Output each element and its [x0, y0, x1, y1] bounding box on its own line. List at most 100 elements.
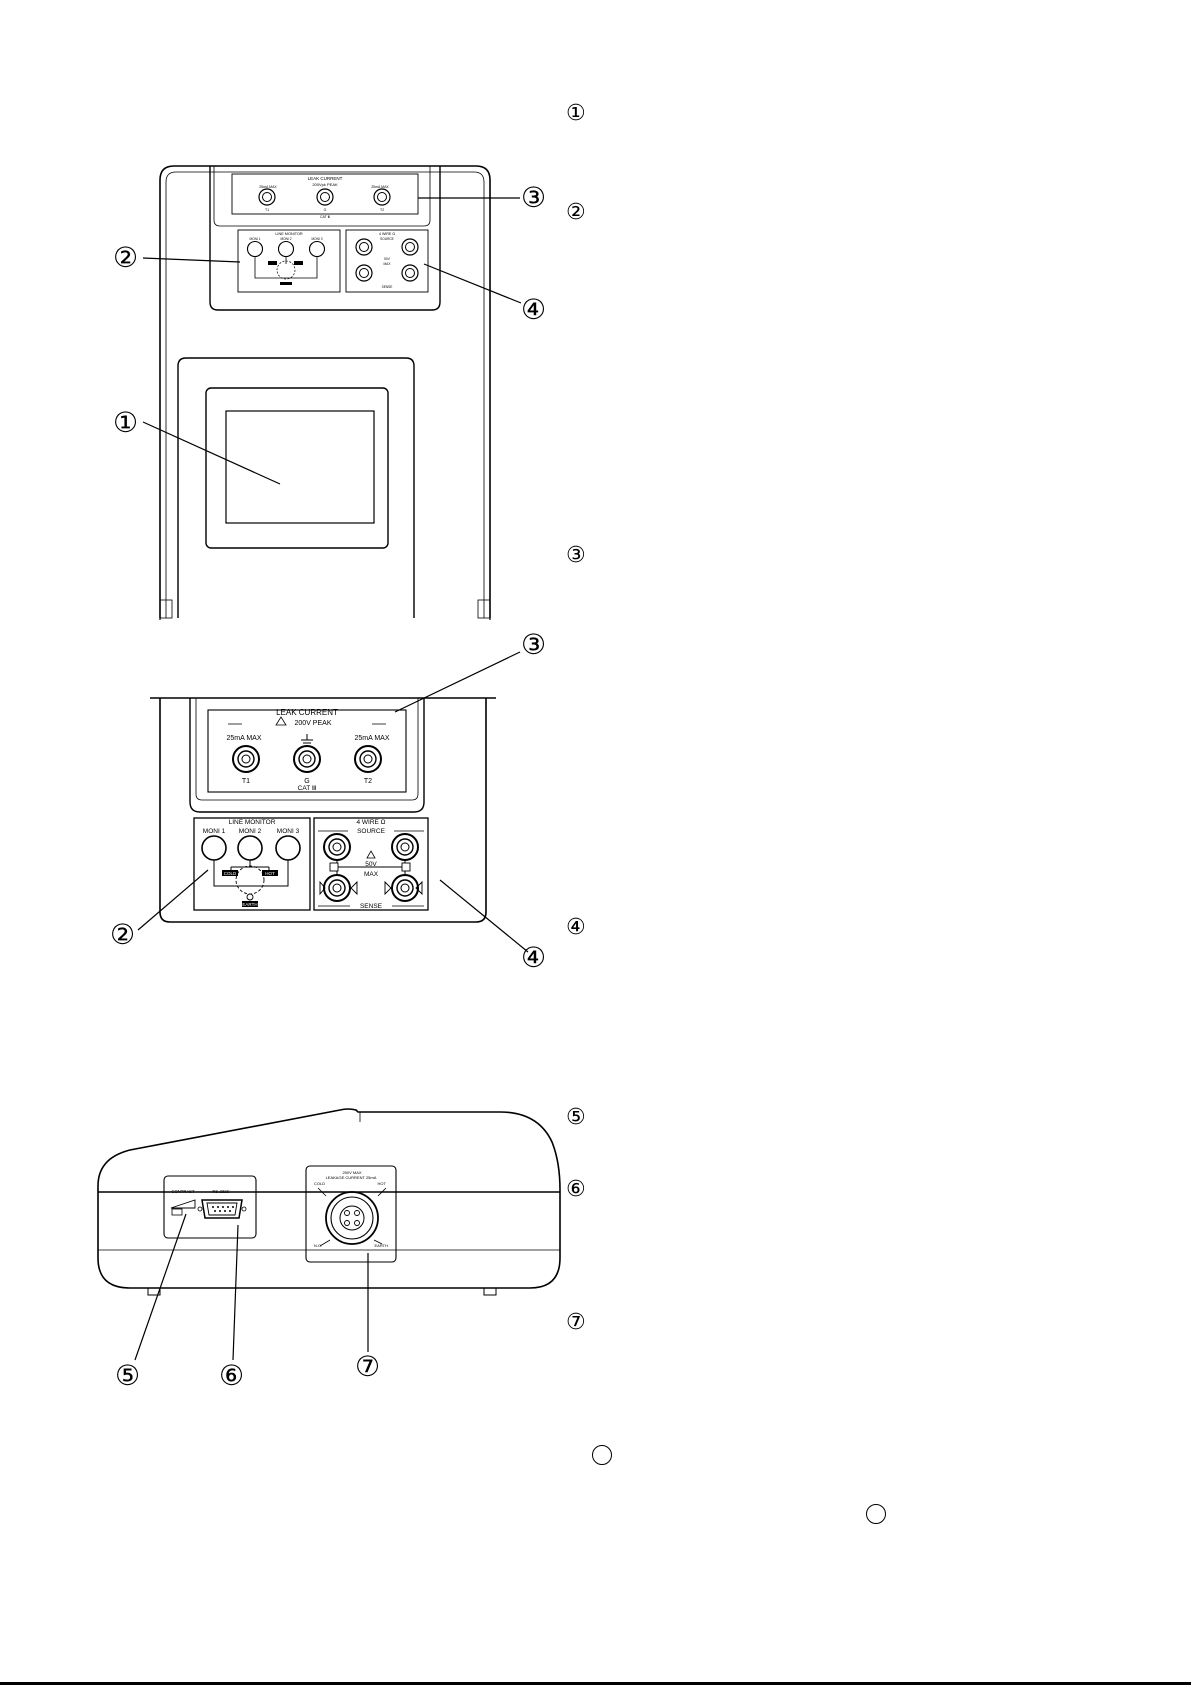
t2-terminal[interactable] [373, 188, 391, 206]
page-bottom-rule [0, 1682, 1191, 1685]
item-marker-2: ② [566, 200, 586, 225]
cold-label: COLD [314, 1181, 325, 1186]
four-wire-panel [345, 229, 429, 293]
leader-3-detail [394, 651, 521, 713]
detail-moni3-label: MONI 3 [277, 828, 300, 835]
volt-max-line1: 50V [384, 257, 391, 261]
power-warning: 250V MAX [342, 1170, 361, 1175]
rs232c-port[interactable] [201, 1199, 243, 1219]
display-frame [205, 387, 389, 549]
terminal-recess-outline [209, 166, 441, 311]
leader-4-front [423, 263, 522, 304]
item-marker-6: ⑥ [566, 1177, 586, 1202]
cat-label: CAT Ⅲ [320, 215, 331, 219]
detail-leak-current-title: LEAK CURRENT [276, 708, 338, 717]
detail-line-monitor-title: LINE MONITOR [229, 819, 276, 826]
detail-cat-label: CAT Ⅲ [298, 785, 317, 792]
hollow-circle-mark [592, 1445, 612, 1465]
detail-four-wire-panel [313, 817, 429, 911]
moni1-terminal[interactable] [246, 240, 264, 258]
detail-source-label: SOURCE [357, 828, 385, 835]
side-body-outline [97, 1108, 561, 1289]
terminal-detail-diagram: LEAK CURRENT 200V PEAK 25mA MAX 25mA MAX… [150, 697, 496, 923]
detail-body-outline [159, 698, 487, 923]
detail-peak-warning: 200V PEAK [295, 720, 332, 727]
line-monitor-panel [237, 229, 341, 293]
callout-2-detail: ② [110, 918, 136, 951]
detail-t1-rating: 25mA MAX [226, 735, 261, 742]
g-terminal[interactable] [316, 188, 334, 206]
t1-rating: 25mA MAX [259, 185, 277, 189]
moni2-terminal[interactable] [277, 240, 295, 258]
detail-t1-terminal[interactable] [232, 745, 260, 773]
display-screen[interactable] [225, 410, 375, 524]
detail-moni2-label: MONI 2 [239, 828, 262, 835]
detail-four-wire-title: 4 WIRE Ω [356, 819, 385, 826]
source-label: SOURCE [380, 237, 394, 241]
detail-t2-label: T2 [364, 778, 372, 785]
side-view-diagram: CONTRAST RS-232C 250V MAX LEAKAGE CURREN… [97, 1108, 561, 1296]
moni3-terminal[interactable] [308, 240, 326, 258]
contrast-label: CONTRAST [171, 1189, 194, 1194]
item-marker-1: ① [566, 101, 586, 126]
leakage-label: LEAKAGE CURRENT 25mA [326, 1175, 377, 1180]
io-panel [163, 1175, 257, 1239]
ground-symbol [301, 734, 313, 747]
moni3-label: MONI 3 [312, 237, 323, 241]
hot-tag: HOT [265, 871, 275, 876]
item-marker-3: ③ [566, 543, 586, 568]
moni2-label: MONI 2 [281, 237, 292, 241]
detail-moni1-label: MONI 1 [203, 828, 226, 835]
four-wire-title: 4 WIRE Ω [379, 232, 395, 236]
earth-label: EARTH [375, 1243, 389, 1248]
callout-7-side: ⑦ [355, 1350, 381, 1383]
leader-1-front [142, 421, 281, 485]
t2-rating: 25mA MAX [371, 185, 389, 189]
leader-6 [232, 1224, 239, 1361]
leak-current-title: LEAK CURRENT [308, 176, 343, 181]
detail-t2-rating: 25mA MAX [354, 735, 389, 742]
t2-label: T2 [380, 208, 384, 212]
hot-label: HOT [378, 1181, 387, 1186]
leader-4-detail [439, 879, 529, 953]
source-minus-terminal[interactable] [355, 238, 373, 256]
sense-plus-terminal[interactable] [401, 264, 419, 282]
detail-t2-terminal[interactable] [354, 745, 382, 773]
leakage-inlet-panel [305, 1165, 397, 1263]
display-bezel-outline [177, 357, 415, 618]
leakage-connector[interactable] [325, 1191, 379, 1245]
leader-2-detail [137, 869, 209, 931]
source-plus-terminal[interactable] [401, 238, 419, 256]
t1-label: T1 [265, 208, 269, 212]
detail-leak-current-panel [207, 709, 407, 793]
line-monitor-title: LINE MONITOR [275, 232, 303, 236]
cold-tag: COLD [224, 871, 237, 876]
detail-line-monitor-panel [193, 817, 311, 911]
hollow-circle-mark [866, 1504, 886, 1524]
callout-4-front: ④ [521, 293, 547, 326]
item-marker-5: ⑤ [566, 1105, 586, 1130]
item-marker-4: ④ [566, 915, 586, 940]
detail-t1-label: T1 [242, 778, 250, 785]
rs232c-label: RS-232C [212, 1189, 229, 1194]
callout-3-detail: ③ [521, 628, 547, 661]
peak-warning: 200Vpk PEAK [312, 182, 338, 187]
sense-label: SENSE [382, 285, 393, 289]
callout-4-detail: ④ [521, 941, 547, 974]
callout-5-side: ⑤ [115, 1359, 141, 1392]
volt-max-line2: MAX [384, 262, 392, 266]
device-body-outline [159, 165, 491, 618]
callout-3-front: ③ [521, 181, 547, 214]
sense-minus-terminal[interactable] [355, 264, 373, 282]
callout-2-front: ② [113, 241, 139, 274]
detail-sense-label: SENSE [360, 903, 383, 910]
contrast-slider[interactable] [170, 1199, 196, 1209]
callout-6-side: ⑥ [219, 1359, 245, 1392]
detail-volt-max-line1: 50V [365, 861, 377, 868]
detail-volt-max-line2: MAX [364, 871, 379, 878]
t1-terminal[interactable] [258, 188, 276, 206]
nc-label: N.C. [314, 1243, 322, 1248]
moni1-label: MONI 1 [250, 237, 261, 241]
callout-1-front: ① [113, 406, 139, 439]
